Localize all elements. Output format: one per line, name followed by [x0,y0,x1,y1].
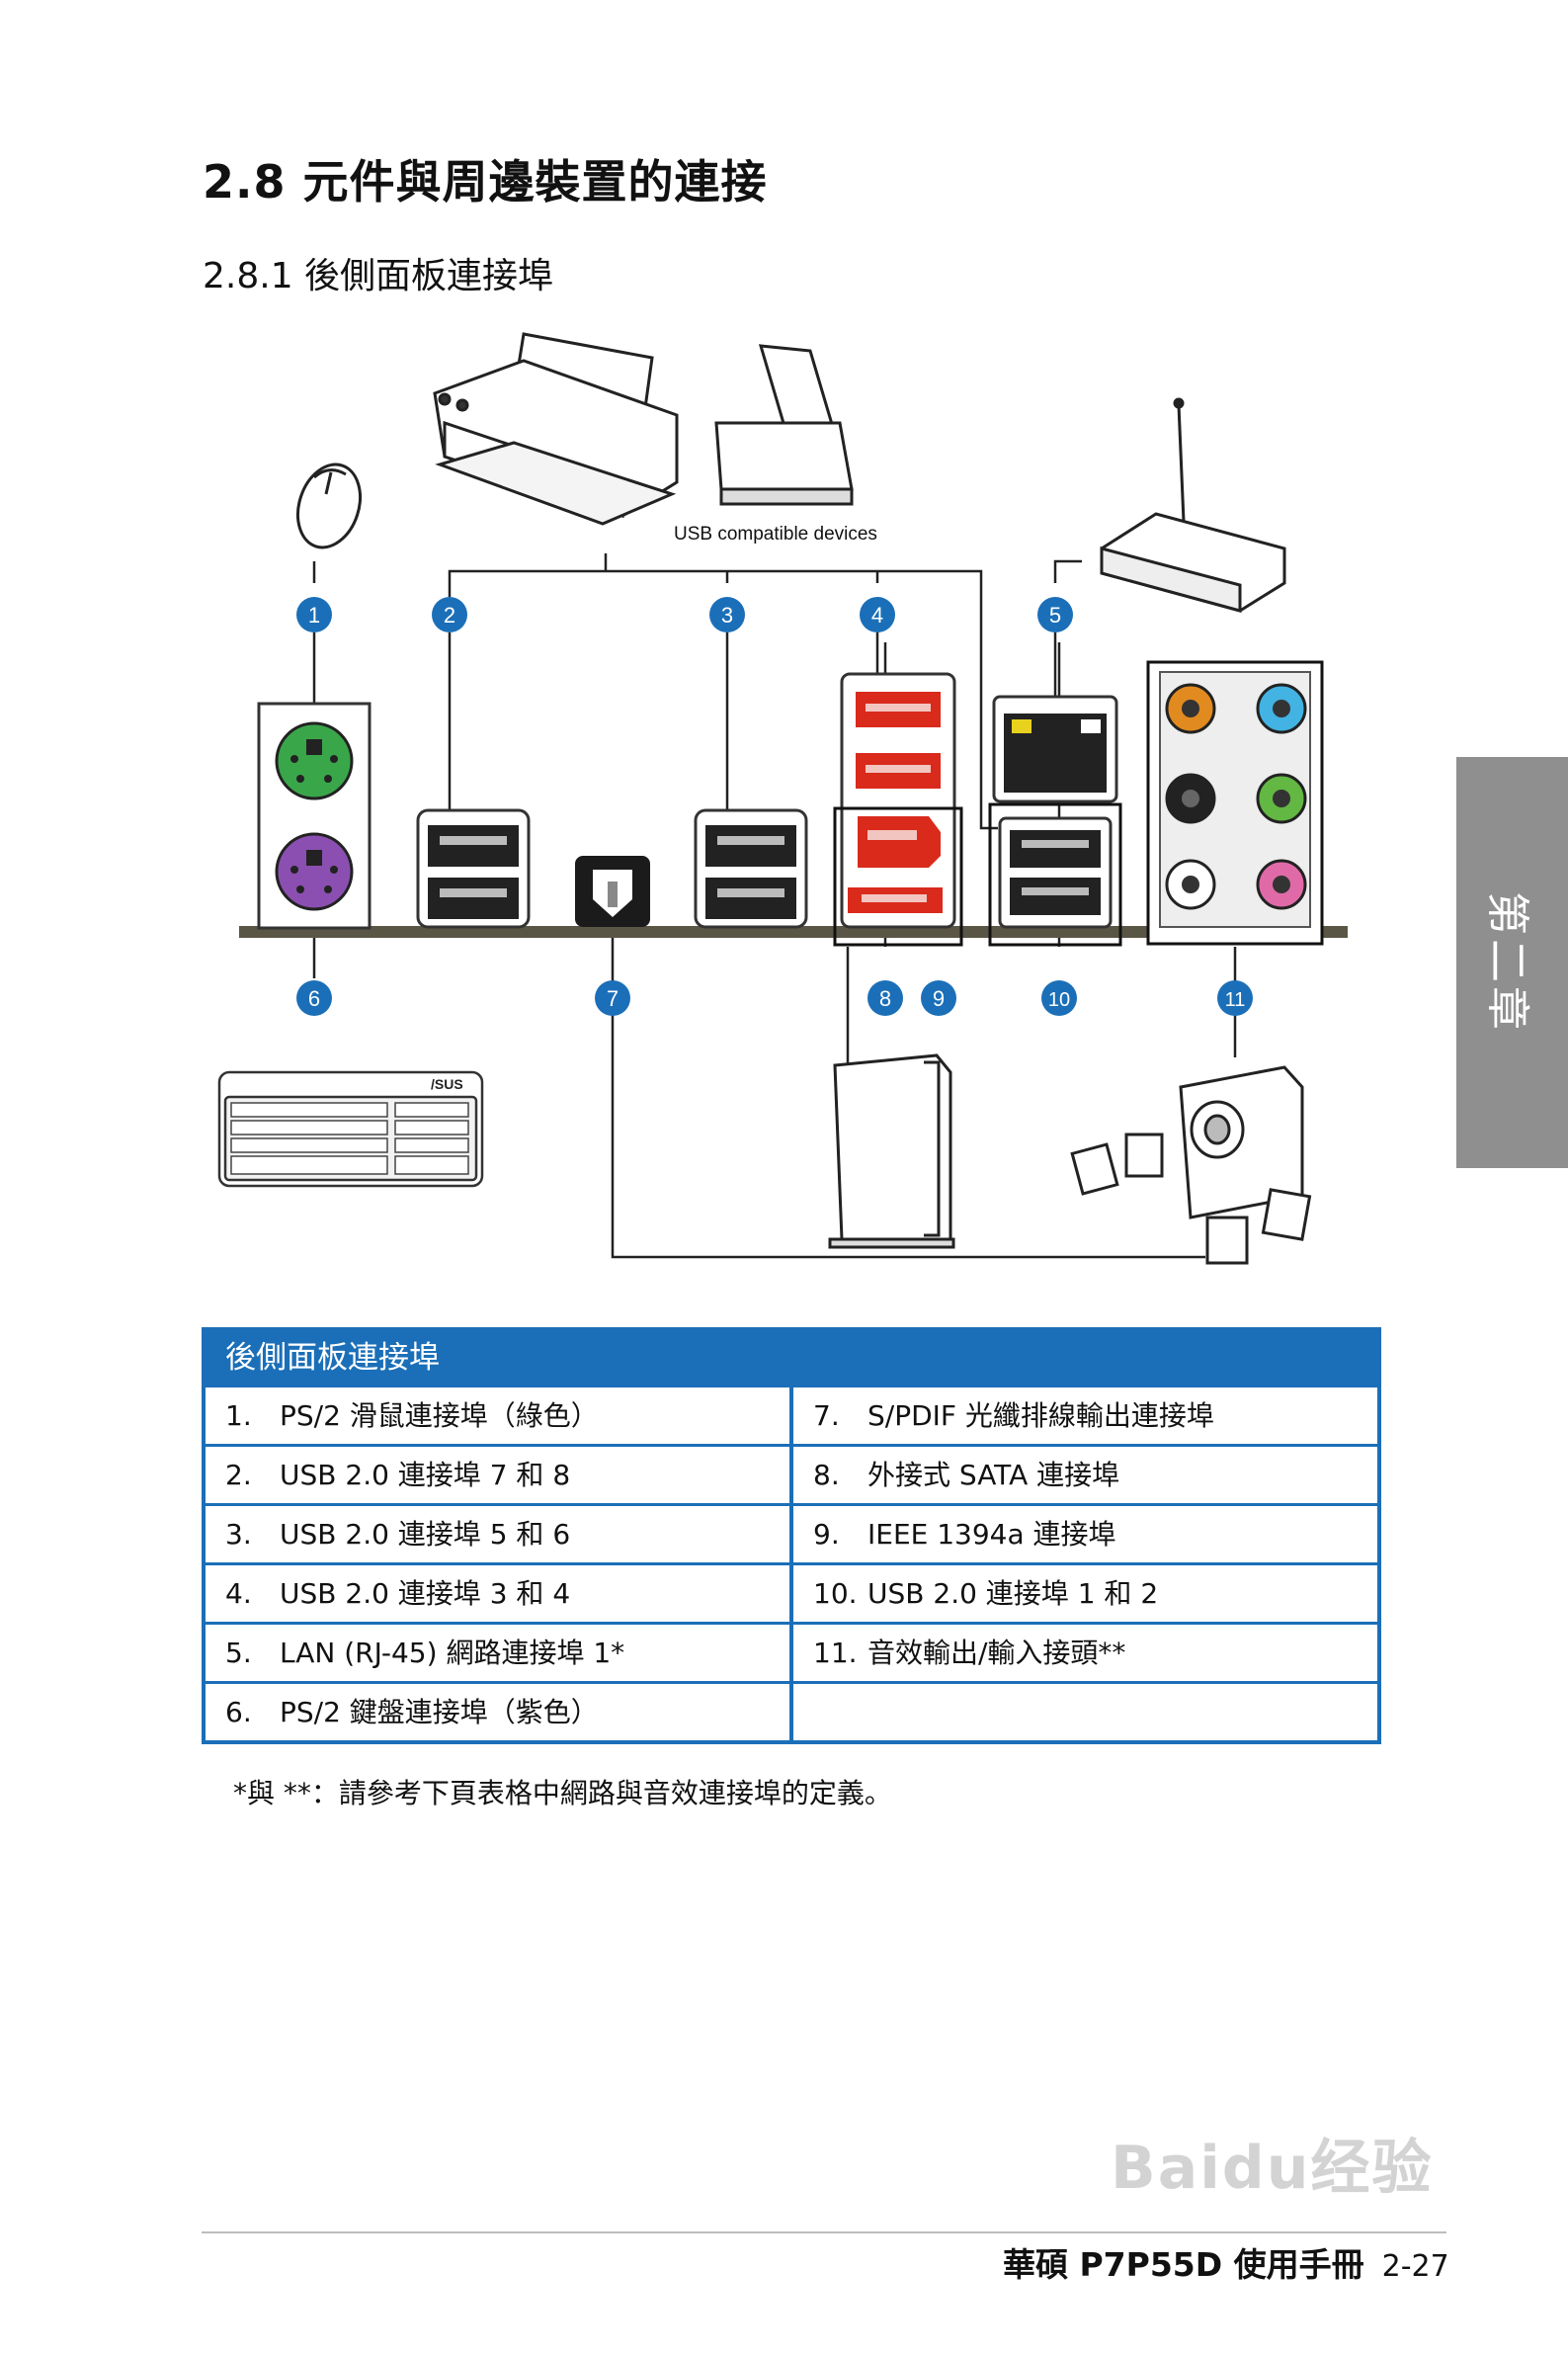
svg-text:7: 7 [607,986,619,1011]
item-text: S/PDIF 光纖排線輸出連接埠 [867,1399,1214,1432]
usb-port-block-2 [416,808,531,929]
callout-1: 1 [296,597,332,632]
speakers-icon [1070,1065,1312,1265]
table-cell: 7. S/PDIF 光纖排線輸出連接埠 [793,1387,1377,1444]
scanner-icon [714,344,854,506]
page-footer: 華碩 P7P55D 使用手冊 2-27 [1003,2238,1449,2286]
subsection-heading: 2.8.1 後側面板連接埠 [203,256,554,296]
callout-4: 4 [860,597,895,632]
item-text: 音效輸出/輸入接頭** [867,1637,1126,1669]
table-cell: 11. 音效輸出/輸入接頭** [793,1625,1377,1681]
watermark-text: Baidu经验 [1111,2134,1434,2203]
item-text: USB 2.0 連接埠 7 和 8 [280,1459,571,1491]
table-row: 2. USB 2.0 連接埠 7 和 8 8. 外接式 SATA 連接埠 [206,1444,1377,1503]
item-text: 外接式 SATA 連接埠 [867,1459,1120,1491]
item-number: 4. [225,1577,252,1610]
table-title: 後側面板連接埠 [206,1331,1377,1385]
usb-port-block-4 [833,672,963,947]
item-text: USB 2.0 連接埠 1 和 2 [867,1577,1159,1610]
callout-6: 6 [296,980,332,1016]
table-cell: 4. USB 2.0 連接埠 3 和 4 [206,1565,793,1622]
table-cell: 6. PS/2 鍵盤連接埠（紫色） [206,1684,793,1740]
printer-icon [433,332,679,526]
table-cell: 1. PS/2 滑鼠連接埠（綠色） [206,1387,793,1444]
table-cell: 5. LAN (RJ-45) 網路連接埠 1* [206,1625,793,1681]
svg-text:5: 5 [1049,603,1061,628]
table-cell [793,1684,1377,1740]
table-cell: 8. 外接式 SATA 連接埠 [793,1447,1377,1503]
item-number: 2. [225,1459,252,1491]
callout-9: 9 [921,980,956,1016]
chapter-tab [1456,757,1568,1168]
svg-text:6: 6 [308,986,320,1011]
callout-10: 10 [1041,980,1077,1016]
table-row: 5. LAN (RJ-45) 網路連接埠 1* 11. 音效輸出/輸入接頭** [206,1622,1377,1681]
lan-usb-block [988,695,1122,947]
svg-text:10: 10 [1048,989,1070,1011]
item-number: 11. [813,1637,858,1669]
audio-jack-block [1146,660,1324,946]
item-number: 7. [813,1399,840,1432]
keyboard-icon: /SUS [217,1070,484,1188]
item-text: PS/2 滑鼠連接埠（綠色） [280,1399,599,1432]
item-text: PS/2 鍵盤連接埠（紫色） [280,1696,599,1728]
item-number: 9. [813,1518,840,1551]
table-row: 1. PS/2 滑鼠連接埠（綠色） 7. S/PDIF 光纖排線輸出連接埠 [206,1385,1377,1444]
external-drive-icon [828,1053,955,1249]
ps2-port-block [257,702,371,930]
table-cell: 3. USB 2.0 連接埠 5 和 6 [206,1506,793,1562]
rear-panel-ports-table: 後側面板連接埠 1. PS/2 滑鼠連接埠（綠色） 7. S/PDIF 光纖排線輸出… [202,1327,1381,1744]
table-row: 3. USB 2.0 連接埠 5 和 6 9. IEEE 1394a 連接埠 [206,1503,1377,1562]
footnote: *與 **：請參考下頁表格中網路與音效連接埠的定義。 [233,1777,892,1809]
svg-text:2: 2 [444,603,455,628]
svg-text:9: 9 [933,986,945,1011]
svg-text:8: 8 [879,986,891,1011]
table-row: 4. USB 2.0 連接埠 3 和 4 10. USB 2.0 連接埠 1 和 2 [206,1562,1377,1622]
callout-2: 2 [432,597,467,632]
spdif-port [575,856,650,927]
item-text: IEEE 1394a 連接埠 [867,1518,1116,1551]
svg-text:3: 3 [721,603,733,628]
table-cell: 9. IEEE 1394a 連接埠 [793,1506,1377,1562]
callout-7: 7 [595,980,630,1016]
table-row: 6. PS/2 鍵盤連接埠（紫色） [206,1681,1377,1740]
table-cell: 2. USB 2.0 連接埠 7 和 8 [206,1447,793,1503]
page-number: 2-27 [1381,2249,1449,2284]
callout-11: 11 [1217,980,1253,1016]
rear-panel-diagram: USB compatible devices [217,332,1348,1265]
chapter-tab-label: 第二章 [1482,891,1532,1034]
callout-8: 8 [867,980,903,1016]
item-number: 5. [225,1637,252,1669]
manual-title: 華碩 P7P55D 使用手冊 [1003,2245,1364,2284]
callout-3: 3 [709,597,745,632]
callout-5: 5 [1037,597,1073,632]
svg-text:4: 4 [871,603,883,628]
mouse-icon [296,462,362,549]
item-text: LAN (RJ-45) 網路連接埠 1* [280,1637,625,1669]
item-text: USB 2.0 連接埠 3 和 4 [280,1577,571,1610]
item-text: USB 2.0 連接埠 5 和 6 [280,1518,571,1551]
svg-text:1: 1 [308,603,320,628]
item-number: 1. [225,1399,252,1432]
usb-port-block-3 [694,808,808,929]
item-number: 8. [813,1459,840,1491]
usb-devices-label: USB compatible devices [674,524,877,545]
table-cell: 10. USB 2.0 連接埠 1 和 2 [793,1565,1377,1622]
svg-text:11: 11 [1225,989,1246,1011]
section-heading: 2.8 元件與周邊裝置的連接 [203,155,768,209]
item-number: 3. [225,1518,252,1551]
item-number: 6. [225,1696,252,1728]
item-number: 10. [813,1577,858,1610]
router-icon [1100,397,1286,613]
svg-text:/SUS: /SUS [431,1076,463,1092]
footer-divider [202,2231,1446,2233]
io-panel-base [239,926,1348,938]
